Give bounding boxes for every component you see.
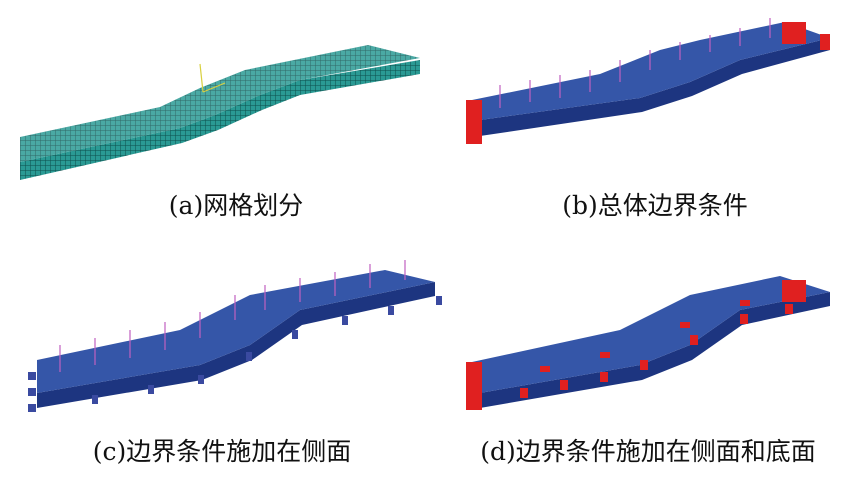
constraint-left <box>466 100 482 144</box>
supports <box>28 296 442 412</box>
panel-a-mesh-model <box>20 45 420 180</box>
caption-c: (c)边界条件施加在侧面 <box>92 437 352 466</box>
caption-b: (b)总体边界条件 <box>562 191 748 220</box>
load-arrows <box>499 18 771 108</box>
panel-b-boundary-model <box>466 18 830 144</box>
constraints <box>466 280 806 410</box>
panel-c-side-boundary-model <box>28 260 442 412</box>
caption-d: (d)边界条件施加在侧面和底面 <box>480 437 816 466</box>
constraint-right <box>782 22 830 50</box>
caption-a: (a)网格划分 <box>168 191 304 220</box>
panel-d-side-bottom-boundary-model <box>466 276 830 410</box>
axis-triad-icon <box>199 63 226 93</box>
load-arrows <box>59 260 406 372</box>
